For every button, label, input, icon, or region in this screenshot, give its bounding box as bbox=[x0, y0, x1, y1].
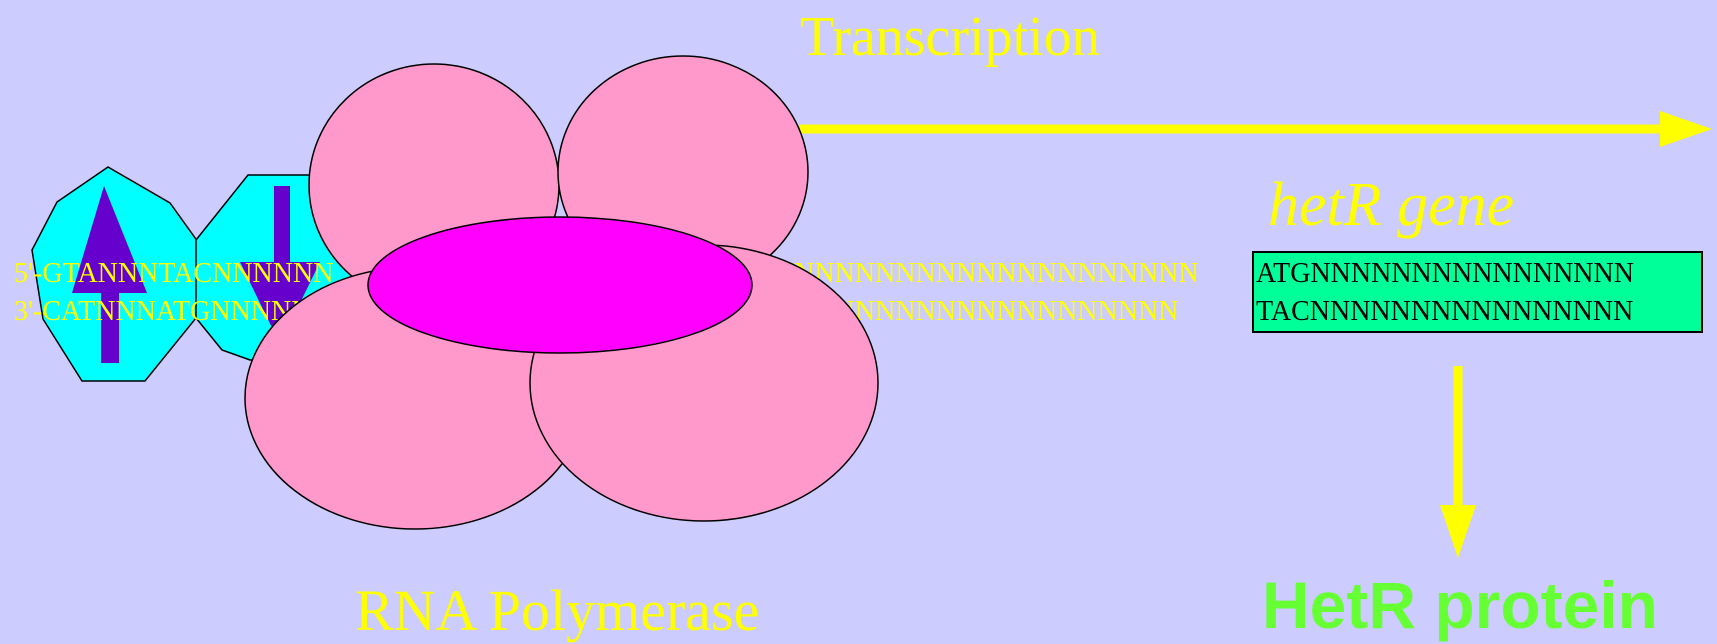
activator-left-monomer bbox=[31, 166, 199, 382]
transcription-label: Transcription bbox=[800, 6, 1100, 68]
rna-polymerase bbox=[244, 55, 879, 530]
dna-top-middle: NNNNNNNNNNNNNNNNNNNNN bbox=[774, 258, 1199, 289]
sigma-factor bbox=[367, 216, 753, 354]
gene-box bbox=[1252, 251, 1703, 333]
dna-top-left: 5'-GTANNNTACNNNNNN bbox=[14, 258, 333, 289]
translation-arrow bbox=[1440, 366, 1476, 558]
gene-top-strand: ATGNNNNNNNNNNNNNNNN bbox=[1256, 258, 1634, 289]
protein-label: HetR protein bbox=[1262, 568, 1658, 642]
gene-bottom-strand: TACNNNNNNNNNNNNNNNN bbox=[1256, 296, 1633, 327]
transcription-arrow bbox=[800, 111, 1712, 147]
down-arrow-icon bbox=[240, 186, 320, 344]
gene-label: hetR gene bbox=[1268, 171, 1514, 239]
up-arrow-icon bbox=[72, 186, 147, 363]
polymerase-label: RNA Polymerase bbox=[355, 578, 759, 643]
